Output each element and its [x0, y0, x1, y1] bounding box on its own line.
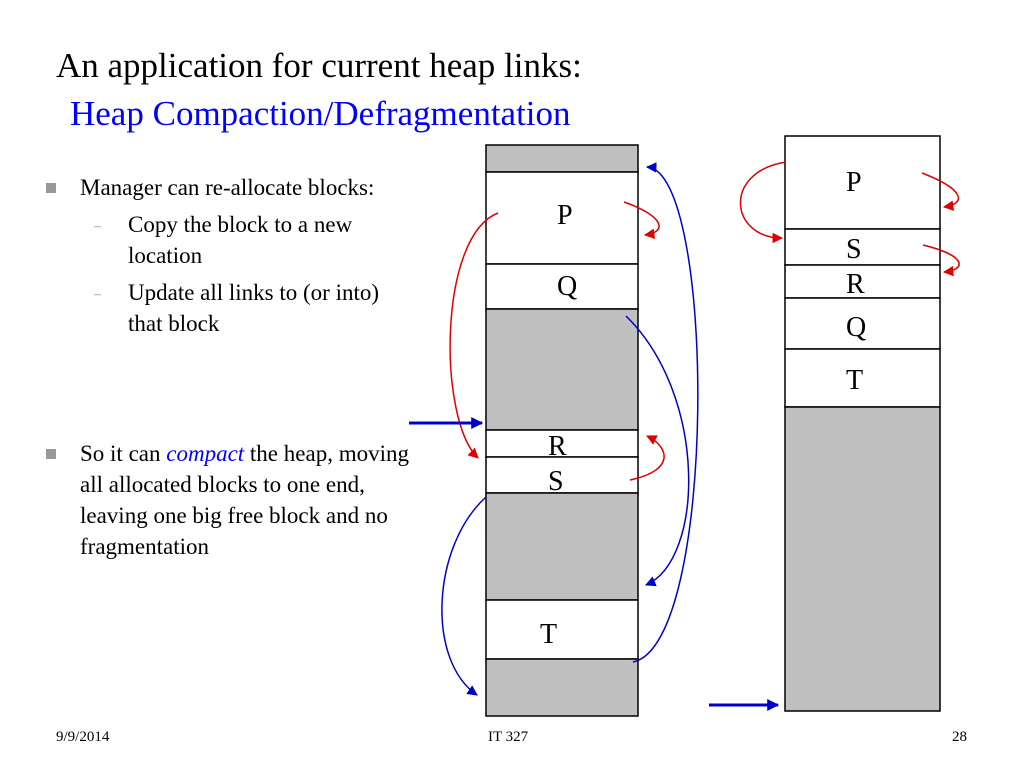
- slide-subtitle: Heap Compaction/Defragmentation: [70, 94, 571, 133]
- sub-bullet-text: Copy the block to a new location: [128, 212, 353, 268]
- bullet-text-after: the heap, moving all allocated blocks to…: [80, 441, 409, 559]
- heap-block-p: [485, 171, 639, 265]
- block-label-t: T: [846, 365, 863, 396]
- heap-block-q: [485, 263, 639, 310]
- footer-course: IT 327: [488, 729, 529, 745]
- heap-block-p: [784, 135, 941, 230]
- heap-block-q: [784, 297, 941, 350]
- block-label-r: R: [548, 431, 567, 462]
- link-arrow-p-to-s: [449, 212, 499, 459]
- block-label-s: S: [548, 466, 564, 497]
- heap-block-t: [784, 348, 941, 408]
- dash-bullet-icon: –: [94, 219, 101, 234]
- block-label-r: R: [846, 269, 865, 300]
- sub-bullet-text: Update all links to (or into) that block: [128, 280, 380, 336]
- sub-bullet-update: – Update all links to (or into) that blo…: [94, 277, 416, 339]
- bullet-item-compact: So it can compact the heap, moving all a…: [46, 438, 416, 562]
- block-label-q: Q: [557, 271, 577, 302]
- heap-block-r: [784, 264, 941, 299]
- link-arrow-s-to-r: [922, 244, 960, 277]
- free-block: [485, 492, 639, 601]
- free-block: [485, 144, 639, 173]
- heap-block-r: [485, 429, 639, 458]
- heap-before: P Q R S T: [485, 144, 639, 717]
- free-block: [784, 406, 941, 712]
- dash-bullet-icon: –: [94, 287, 101, 302]
- square-bullet-icon: [46, 449, 56, 459]
- free-block: [485, 308, 639, 431]
- bullet-item-reallocate: Manager can re-allocate blocks: – Copy t…: [46, 172, 416, 339]
- block-label-t: T: [540, 619, 557, 650]
- heap-after: P S R Q T: [784, 135, 941, 712]
- square-bullet-icon: [46, 183, 56, 193]
- block-label-p: P: [846, 167, 862, 198]
- heap-block-s: [784, 228, 941, 266]
- link-arrow-s-to-r: [629, 435, 665, 481]
- sub-bullet-copy: – Copy the block to a new location: [94, 209, 416, 271]
- block-label-p: P: [557, 200, 573, 231]
- free-block: [485, 658, 639, 717]
- emphasis-compact: compact: [166, 441, 245, 466]
- slide-title: An application for current heap links:: [56, 46, 582, 85]
- block-label-s: S: [846, 234, 862, 265]
- link-arrow-p-self: [921, 172, 960, 211]
- link-arrow-p-to-s: [739, 161, 787, 244]
- heap-block-t: [485, 599, 639, 660]
- block-label-q: Q: [846, 312, 866, 343]
- bullet-text-before: So it can: [80, 441, 167, 466]
- link-arrow-q-to-free: [625, 315, 690, 587]
- footer-date: 9/9/2014: [56, 729, 110, 745]
- link-arrow-t-to-top: [632, 162, 699, 663]
- bullet-text: So it can compact the heap, moving all a…: [80, 438, 416, 562]
- link-arrow-p-self: [623, 201, 660, 239]
- footer-page-number: 28: [952, 729, 967, 745]
- link-arrow-s-to-bottom: [441, 496, 487, 696]
- bullet-text: Manager can re-allocate blocks:: [80, 175, 375, 200]
